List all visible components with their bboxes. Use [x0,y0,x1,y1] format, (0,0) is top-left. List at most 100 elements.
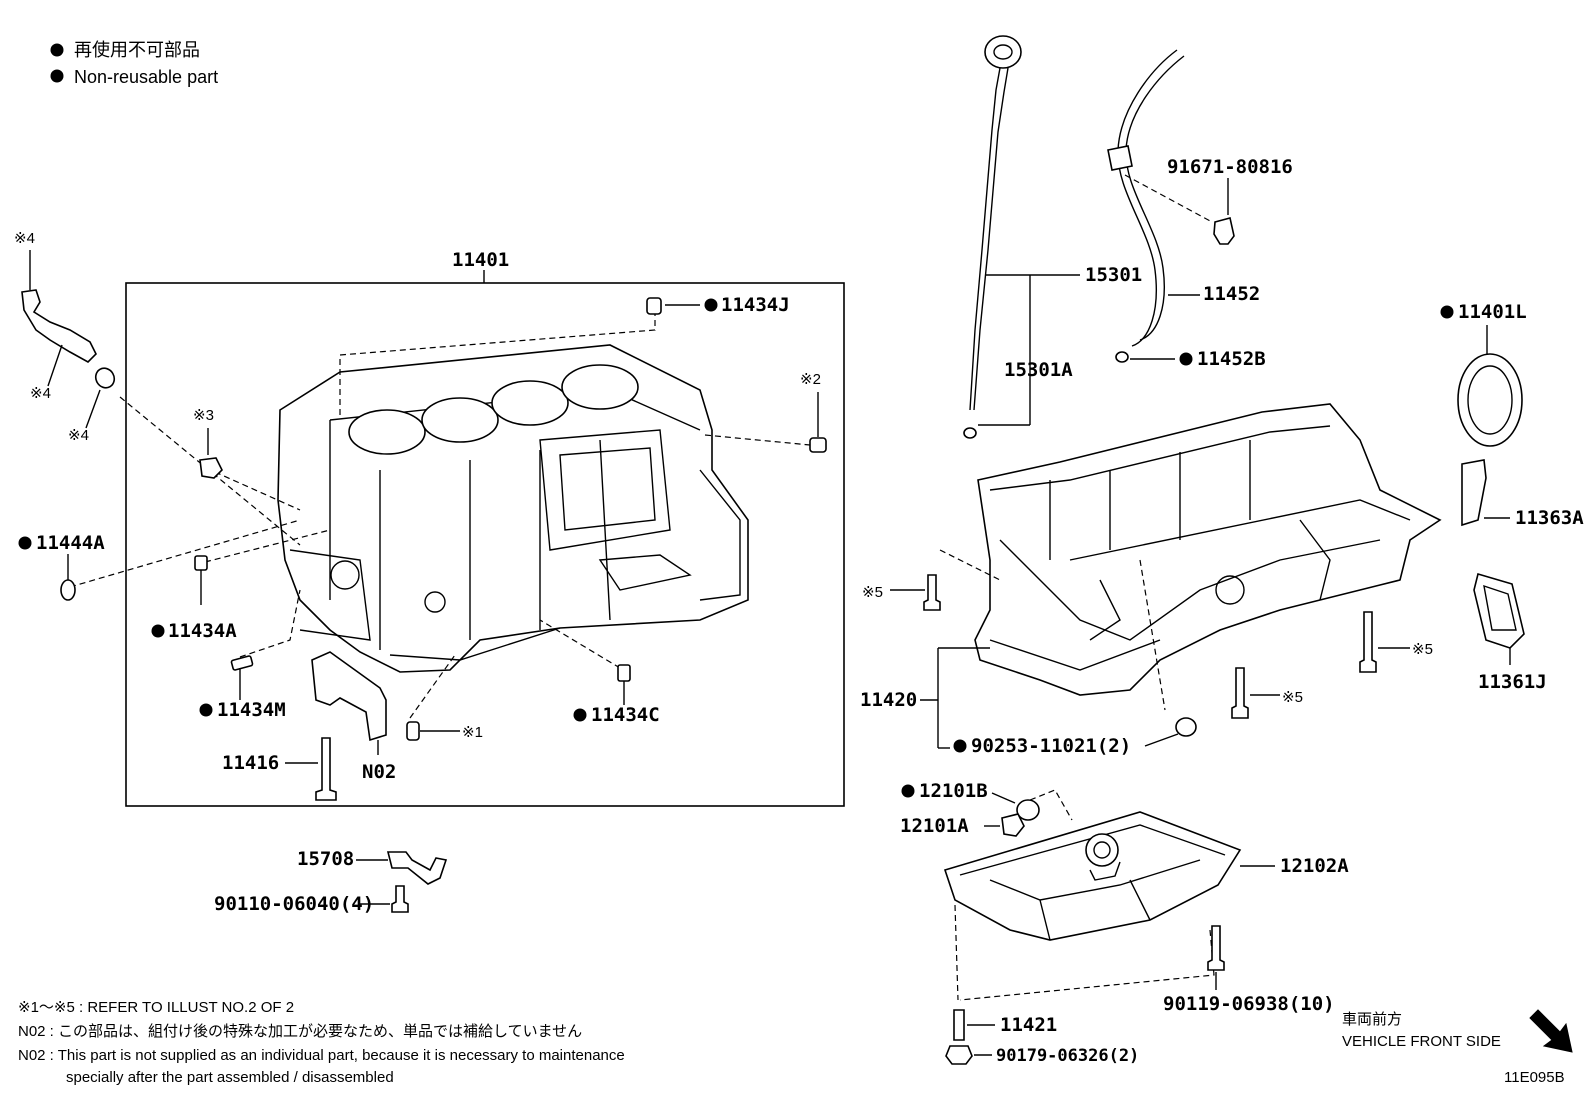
crankcase-group: 11420 90253-11021(2) ※5 ※5 ※5 [860,403,1442,757]
label-12101A[interactable]: 12101A [900,815,969,837]
union-bolt-ref4 [21,289,97,363]
non-reusable-bullet-icon [1440,305,1454,319]
dipstick-guide-11452 [1117,49,1178,347]
non-reusable-bullet-icon [199,703,213,717]
bolt-ref5-b [1359,611,1377,673]
label-N02[interactable]: N02 [362,761,396,783]
oil-nozzle-15708 [386,851,448,885]
ref-4-c: ※4 [68,427,89,444]
ref-4-b: ※4 [30,385,51,402]
guide-bracket [1107,145,1133,171]
crankcase-illustration [974,403,1442,696]
ref-3: ※3 [193,407,214,424]
label-11420[interactable]: 11420 [860,689,917,711]
label-11434A[interactable]: 11434A [168,620,237,642]
label-11421[interactable]: 11421 [1000,1014,1057,1036]
dowel-pin-11434J [646,297,662,315]
label-11452B[interactable]: 11452B [1197,348,1266,370]
pin-11434A [194,555,208,571]
label-11401L[interactable]: 11401L [1458,301,1527,323]
non-reusable-bullet-icon [1179,352,1193,366]
note-n02-en-1: N02 : This part is not supplied as an in… [18,1047,625,1064]
non-reusable-bullet-icon [18,536,32,550]
plug-90253 [1175,717,1197,737]
front-jp: 車両前方 [1342,1011,1402,1028]
gasket-ref4 [94,367,116,389]
cylinder-block-frame [125,282,845,807]
bolt-11416 [315,737,337,801]
oil-jet-fitting-group: ※4 ※4 ※4 [14,230,116,444]
label-15708[interactable]: 15708 [297,848,354,870]
cylinder-block-group: 11401 [18,249,845,807]
note-n02-en-2: specially after the part assembled / dis… [66,1069,394,1086]
non-reusable-bullet-icon [50,69,64,83]
label-15301[interactable]: 15301 [1085,264,1142,286]
dowel-pin-ref1 [406,721,420,741]
label-11452[interactable]: 11452 [1203,283,1260,305]
ref-1: ※1 [462,724,483,741]
non-reusable-bullet-icon [704,298,718,312]
bolt-90110 [391,885,409,913]
ref-5-a: ※5 [862,584,883,601]
o-ring-15301A [963,427,977,439]
ref-5-b: ※5 [1412,641,1433,658]
bolt-ref5-a [923,574,941,611]
vehicle-front-indicator: 車両前方 VEHICLE FRONT SIDE 11E095B [1342,1009,1573,1086]
label-15301A[interactable]: 15301A [1004,359,1073,381]
plug-ref3 [199,457,223,479]
bearing-11363A [1461,459,1487,527]
oil-pan-illustration [943,811,1242,941]
oil-seal-group: 11401L 11363A 11361J [1440,301,1584,693]
label-11416[interactable]: 11416 [222,752,279,774]
front-arrow-icon [1529,1009,1573,1053]
label-11361J[interactable]: 11361J [1478,671,1547,693]
bolt-90119 [1207,925,1225,971]
o-ring-11444A [60,579,76,601]
ref-5-c: ※5 [1282,689,1303,706]
label-90110[interactable]: 90110-06040(4) [214,893,374,915]
cylinder-block-illustration [277,344,749,673]
label-11363A[interactable]: 11363A [1515,507,1584,529]
non-reusable-bullet-icon [151,624,165,638]
non-reusable-bullet-icon [901,784,915,798]
label-90179[interactable]: 90179-06326(2) [996,1046,1139,1066]
non-reusable-bullet-icon [953,739,967,753]
ref-2: ※2 [800,371,821,388]
note-n02-jp: N02 : この部品は、組付け後の特殊な加工が必要なため、単品では補給していませ… [18,1023,582,1040]
label-11444A[interactable]: 11444A [36,532,105,554]
bolt-ref5-c [1231,667,1249,719]
nut-90179 [945,1045,973,1065]
oil-nozzle-group: 15708 90110-06040(4) [214,848,448,915]
stud-11421 [953,1009,965,1041]
legend-en: Non-reusable part [74,67,218,87]
pin-11434M [230,655,254,671]
o-ring-11452B [1115,351,1129,363]
pin-11434C [617,664,631,682]
gasket-12101B [1016,799,1040,821]
legend-jp: 再使用不可部品 [74,40,200,60]
non-reusable-bullet-icon [573,708,587,722]
dowel-pin-ref2 [809,437,827,453]
illustration-code: 11E095B [1504,1069,1565,1086]
label-90119[interactable]: 90119-06938(10) [1163,993,1335,1015]
label-91671[interactable]: 91671-80816 [1167,156,1293,178]
drain-plug-12101A [1001,813,1025,837]
front-en: VEHICLE FRONT SIDE [1342,1033,1501,1050]
label-90253[interactable]: 90253-11021(2) [971,735,1131,757]
legend: 再使用不可部品 Non-reusable part [50,40,218,87]
oil-pan-group: 12101B 12101A 12102A 90119-06938(10) 114… [900,780,1349,1066]
dipstick-handle [984,35,1022,69]
note-refer: ※1～※5 : REFER TO ILLUST NO.2 OF 2 [18,999,294,1016]
notes: ※1～※5 : REFER TO ILLUST NO.2 OF 2 N02 : … [18,999,625,1086]
label-11401[interactable]: 11401 [452,249,509,271]
label-11434C[interactable]: 11434C [591,704,660,726]
dipstick-group: 15301 15301A 91671-80816 11452 11452B [963,35,1293,439]
label-11434J[interactable]: 11434J [721,294,790,316]
label-11434M[interactable]: 11434M [217,699,286,721]
bearing-cap-N02 [311,651,387,742]
bolt-91671 [1213,217,1235,245]
ref-4-a: ※4 [14,230,35,247]
label-12101B[interactable]: 12101B [919,780,988,802]
label-12102A[interactable]: 12102A [1280,855,1349,877]
gasket-11361J [1473,572,1525,649]
